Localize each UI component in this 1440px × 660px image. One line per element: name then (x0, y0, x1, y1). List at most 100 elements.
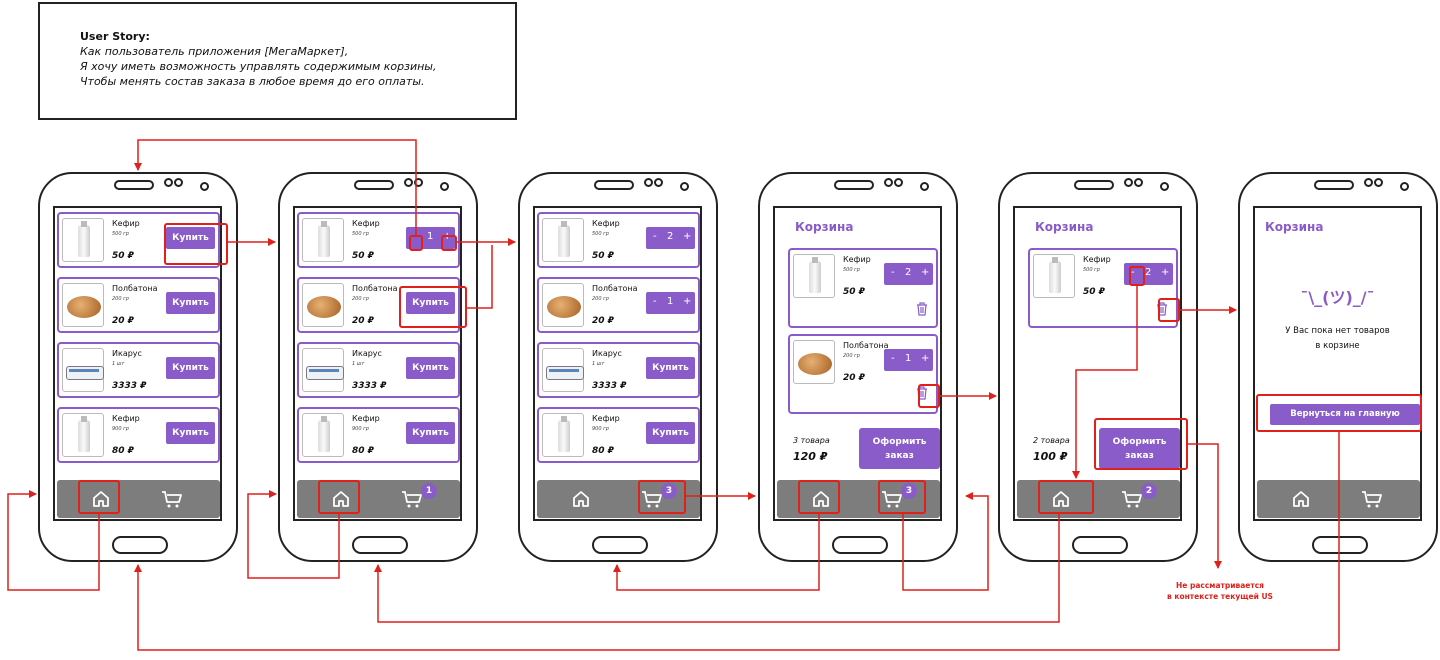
quantity-value: 2 (1145, 267, 1152, 278)
cart-title: Корзина (795, 220, 854, 234)
home-icon[interactable] (91, 489, 111, 509)
plus-button[interactable]: + (683, 231, 692, 242)
product-image (1033, 254, 1075, 298)
empty-line-2: в корзине (1315, 341, 1360, 351)
home-icon[interactable] (1291, 489, 1311, 509)
buy-button[interactable]: Купить (646, 357, 695, 379)
home-hardware-button[interactable] (832, 536, 888, 554)
product-card-kefir-900: Кефир 900 гр 80 ₽ Купить (537, 407, 700, 463)
product-price: 20 ₽ (352, 316, 374, 326)
product-weight: 200 гр (352, 296, 369, 302)
cart-icon[interactable] (1361, 489, 1383, 509)
cart-total: 120 ₽ (793, 450, 828, 463)
cart-badge: 3 (901, 483, 917, 499)
product-image (542, 218, 584, 262)
product-name: Кефир (112, 219, 140, 228)
buy-button[interactable]: Купить (166, 422, 215, 444)
product-card-bus: Икарус 1 шт 3333 ₽ Купить (57, 342, 220, 398)
product-price: 80 ₽ (112, 446, 134, 456)
buy-button[interactable]: Купить (646, 422, 695, 444)
checkout-button[interactable]: Оформить заказ (1099, 428, 1180, 469)
product-card-kefir: Кефир 500 гр 50 ₽ Купить (57, 212, 220, 268)
phone-catalog-added: Кефир 500 гр 50 ₽ - 1 + Полбатона 200 гр… (278, 172, 478, 562)
product-weight: 900 гр (592, 426, 609, 432)
checkout-button[interactable]: Оформить заказ (859, 428, 940, 469)
speaker (594, 180, 634, 190)
milk-bottle-icon (1049, 257, 1061, 293)
trash-icon[interactable] (1156, 302, 1168, 316)
screen: Корзина Кефир 500 гр 50 ₽ - 2 + 2 товара… (1013, 206, 1182, 521)
cart-total: 100 ₽ (1033, 450, 1068, 463)
minus-button[interactable]: - (1131, 267, 1135, 278)
screen: Корзина Кефир 500 гр 50 ₽ - 2 + Полбатон… (773, 206, 942, 521)
bottom-nav: 2 (1017, 480, 1180, 518)
camera-dot (1400, 182, 1409, 191)
highlight-buy (399, 286, 467, 328)
back-home-button[interactable]: Вернуться на главную (1270, 404, 1420, 425)
user-story-box: User Story: Как пользователь приложения … (38, 2, 517, 120)
quantity-stepper: - 2 + (884, 263, 933, 285)
product-price: 3333 ₽ (112, 381, 147, 391)
buy-button[interactable]: Купить (406, 292, 455, 314)
buy-button[interactable]: Купить (406, 357, 455, 379)
note-line-1: Не рассматривается (1176, 581, 1264, 590)
phone-catalog-more: Кефир 500 гр 50 ₽ - 2 + Полбатона 200 гр… (518, 172, 718, 562)
minus-button[interactable]: - (891, 267, 895, 278)
sensor-dot (414, 178, 423, 187)
minus-button[interactable]: - (653, 231, 657, 242)
home-hardware-button[interactable] (112, 536, 168, 554)
checkout-label: Оформить (1112, 437, 1167, 447)
trash-icon[interactable] (916, 302, 928, 316)
bus-icon (66, 366, 104, 380)
plus-button[interactable]: + (921, 267, 930, 278)
product-name: Кефир (1083, 255, 1111, 264)
highlight-checkout (1094, 418, 1188, 470)
screen: Кефир 500 гр 50 ₽ Купить Полбатона 200 г… (53, 206, 222, 521)
cart-icon[interactable] (161, 489, 183, 509)
quantity-value: 1 (905, 353, 912, 364)
story-title: User Story: (80, 30, 150, 43)
product-price: 20 ₽ (112, 316, 134, 326)
home-hardware-button[interactable] (1072, 536, 1128, 554)
home-hardware-button[interactable] (592, 536, 648, 554)
home-icon[interactable] (331, 489, 351, 509)
minus-button[interactable]: - (891, 353, 895, 364)
buy-button[interactable]: Купить (406, 422, 455, 444)
home-hardware-button[interactable] (352, 536, 408, 554)
buy-button[interactable]: Купить (166, 227, 215, 249)
sensor-dot (644, 178, 653, 187)
product-card-kefir: Кефир 500 гр 50 ₽ - 2 + (537, 212, 700, 268)
plus-button[interactable]: + (1161, 267, 1170, 278)
plus-button[interactable]: + (921, 353, 930, 364)
home-icon[interactable] (811, 489, 831, 509)
cart-icon[interactable] (641, 489, 663, 509)
cart-title: Корзина (1265, 220, 1324, 234)
home-icon[interactable] (1051, 489, 1071, 509)
home-icon[interactable] (571, 489, 591, 509)
product-weight: 500 гр (1083, 267, 1100, 273)
highlight-trash (918, 384, 940, 408)
story-line-3: Чтобы менять состав заказа в любое время… (80, 75, 425, 88)
product-name: Икарус (352, 349, 382, 358)
product-card-bread: Полбатона 200 гр 20 ₽ Купить (297, 277, 460, 333)
highlight-minus (409, 235, 423, 251)
cart-icon[interactable] (1121, 489, 1143, 509)
trash-icon[interactable] (916, 386, 928, 400)
speaker (1314, 180, 1354, 190)
sensor-dot (1374, 178, 1383, 187)
story-line-1: Как пользователь приложения [МегаМаркет]… (80, 45, 349, 58)
quantity-stepper: - 2 + (646, 227, 695, 249)
cart-icon[interactable] (401, 489, 423, 509)
cart-badge: 2 (1141, 483, 1157, 499)
product-name: Полбатона (592, 284, 638, 293)
home-hardware-button[interactable] (1312, 536, 1368, 554)
plus-button[interactable]: + (683, 296, 692, 307)
highlight-cart (638, 480, 686, 514)
buy-button[interactable]: Купить (166, 292, 215, 314)
quantity-value: 1 (427, 231, 434, 242)
minus-button[interactable]: - (653, 296, 657, 307)
sensor-dot (884, 178, 893, 187)
cart-icon[interactable] (881, 489, 903, 509)
buy-button[interactable]: Купить (166, 357, 215, 379)
